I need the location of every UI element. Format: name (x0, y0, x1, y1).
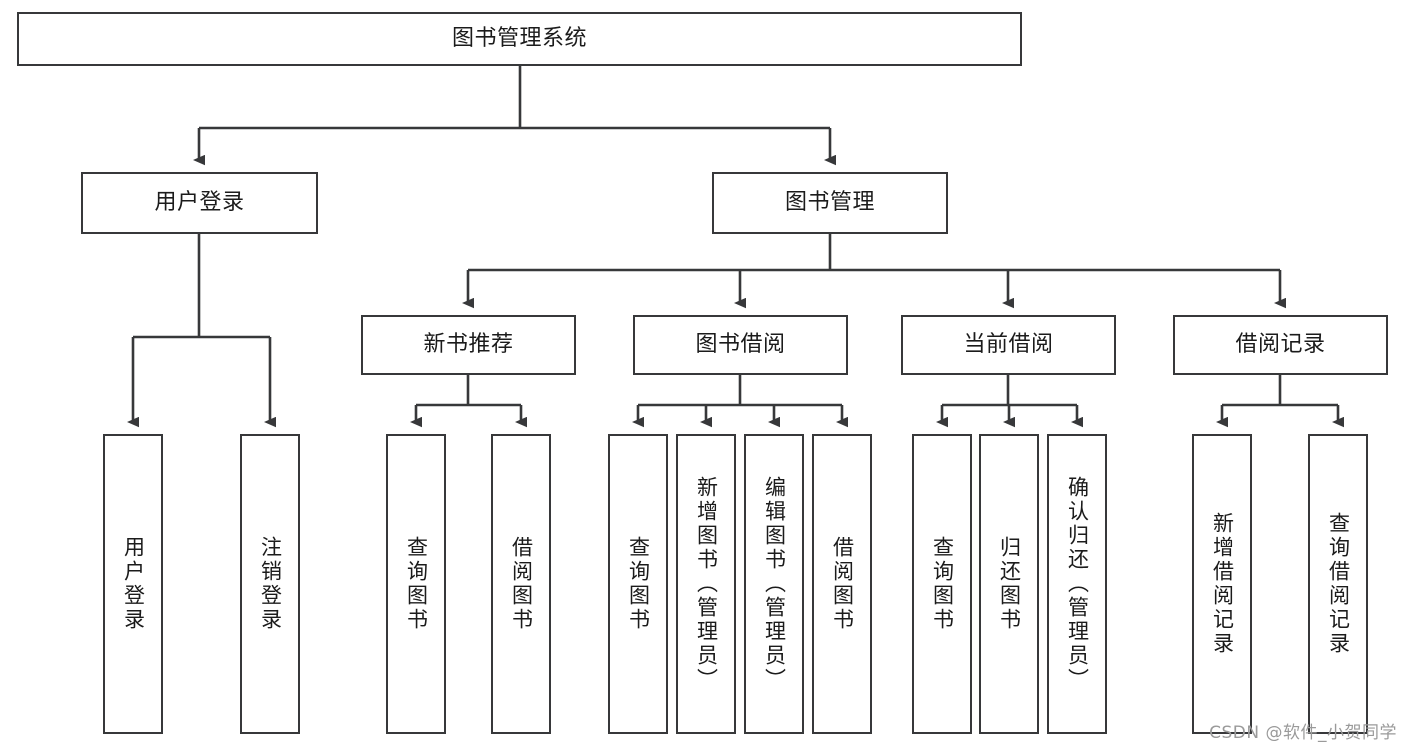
leaf-query-book-2[interactable]: 查询图书 (608, 434, 668, 734)
leaf-borrow-book-2[interactable]: 借阅图书 (812, 434, 872, 734)
leaf-return-book[interactable]: 归还图书 (979, 434, 1039, 734)
leaf-query-record-label: 查询借阅记录 (1326, 512, 1351, 656)
node-current-borrow-label: 当前借阅 (963, 332, 1054, 358)
leaf-borrow-book-1[interactable]: 借阅图书 (491, 434, 551, 734)
leaf-query-book-3[interactable]: 查询图书 (912, 434, 972, 734)
leaf-logout-login[interactable]: 注销登录 (240, 434, 300, 734)
node-current-borrow[interactable]: 当前借阅 (901, 315, 1116, 375)
node-borrow-record-label: 借阅记录 (1235, 332, 1326, 358)
leaf-add-book[interactable]: 新增图书（管理员） (676, 434, 736, 734)
leaf-logout-login-label: 注销登录 (258, 536, 283, 632)
node-user-login-label: 用户登录 (154, 190, 245, 216)
node-root[interactable]: 图书管理系统 (17, 12, 1022, 66)
leaf-borrow-book-1-label: 借阅图书 (509, 536, 534, 632)
node-book-manage[interactable]: 图书管理 (712, 172, 948, 234)
leaf-edit-book-label: 编辑图书（管理员） (762, 476, 787, 692)
leaf-query-record[interactable]: 查询借阅记录 (1308, 434, 1368, 734)
leaf-query-book-3-label: 查询图书 (930, 536, 955, 632)
node-new-book-recommend-label: 新书推荐 (423, 332, 514, 358)
leaf-add-record-label: 新增借阅记录 (1210, 512, 1235, 656)
leaf-confirm-return[interactable]: 确认归还（管理员） (1047, 434, 1107, 734)
node-root-label: 图书管理系统 (451, 26, 587, 52)
leaf-query-book-1-label: 查询图书 (404, 536, 429, 632)
leaf-query-book-1[interactable]: 查询图书 (386, 434, 446, 734)
watermark: CSDN @软件_小贺同学 (1209, 723, 1397, 743)
leaf-return-book-label: 归还图书 (997, 536, 1022, 632)
leaf-user-login-label: 用户登录 (121, 536, 146, 632)
leaf-confirm-return-label: 确认归还（管理员） (1065, 476, 1090, 692)
leaf-query-book-2-label: 查询图书 (626, 536, 651, 632)
leaf-borrow-book-2-label: 借阅图书 (830, 536, 855, 632)
node-new-book-recommend[interactable]: 新书推荐 (361, 315, 576, 375)
node-book-borrow[interactable]: 图书借阅 (633, 315, 848, 375)
leaf-add-record[interactable]: 新增借阅记录 (1192, 434, 1252, 734)
node-book-manage-label: 图书管理 (784, 190, 875, 216)
leaf-user-login[interactable]: 用户登录 (103, 434, 163, 734)
node-borrow-record[interactable]: 借阅记录 (1173, 315, 1388, 375)
leaf-add-book-label: 新增图书（管理员） (694, 476, 719, 692)
node-book-borrow-label: 图书借阅 (695, 332, 786, 358)
leaf-edit-book[interactable]: 编辑图书（管理员） (744, 434, 804, 734)
node-user-login[interactable]: 用户登录 (81, 172, 318, 234)
